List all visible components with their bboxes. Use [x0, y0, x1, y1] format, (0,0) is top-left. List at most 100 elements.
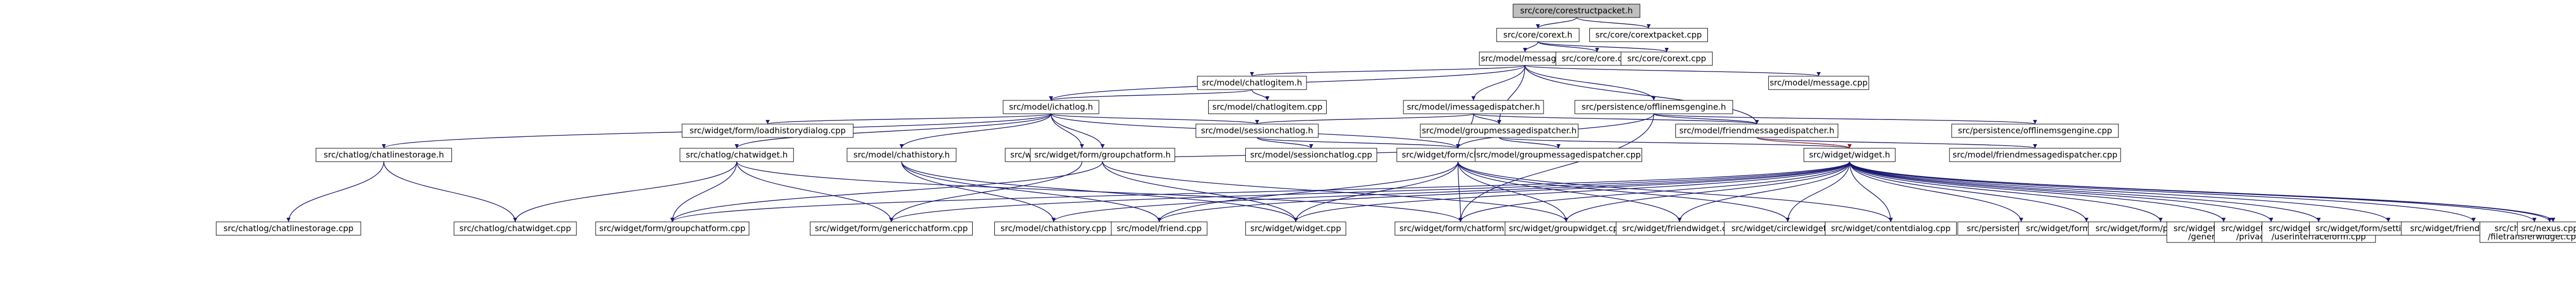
node-label: src/widget/form/loadhistorydialog.cpp — [689, 126, 845, 135]
edge-n10-n15 — [1473, 113, 1757, 125]
edge-arrowhead — [513, 218, 517, 222]
edge-n22-n29 — [672, 161, 1103, 222]
node-src-nexus-cpp[interactable]: src/nexus.cpp — [2517, 221, 2576, 236]
node-src-core-corextpacket-cpp[interactable]: src/core/corextpacket.cpp — [1589, 28, 1708, 42]
edge-arrowhead — [2084, 218, 2089, 222]
node-box — [1395, 221, 1527, 236]
node-box — [1030, 148, 1175, 162]
node-src-widget-form-loadhistorydialog-cpp[interactable]: src/widget/form/loadhistorydialog.cpp — [682, 124, 854, 138]
edge-arrowhead — [1456, 144, 1460, 148]
node-src-model-chathistory-h[interactable]: src/model/chathistory.h — [846, 148, 957, 162]
edge-n22-n33 — [1102, 161, 1296, 222]
node-box — [994, 221, 1113, 236]
edge-n6-n9 — [1050, 89, 1252, 101]
graph-nodes: src/core/corestructpacket.h src/core/core… — [216, 4, 2576, 243]
node-src-chatlog-chatwidget-h[interactable]: src/chatlog/chatwidget.h — [680, 148, 794, 162]
node-src-model-message-cpp[interactable]: src/model/message.cpp — [1768, 76, 1869, 90]
node-box — [1949, 148, 2121, 162]
node-src-core-corestructpacket-h[interactable]: src/core/corestructpacket.h — [1513, 4, 1640, 18]
node-src-persistence-offlinemsgengine-h[interactable]: src/persistence/offlinemsgengine.h — [1574, 100, 1733, 114]
edge-arrowhead — [2551, 218, 2555, 222]
edge-n14-n25 — [1499, 137, 1559, 149]
node-src-model-friendmessagedispatcher-cpp[interactable]: src/model/friendmessagedispatcher.cpp — [1949, 148, 2121, 162]
edge-n26-n36 — [1679, 161, 1850, 222]
node-src-persistence-offlinemsgengine-cpp[interactable]: src/persistence/offlinemsgengine.cpp — [1951, 124, 2119, 138]
edge-n26-n49 — [1849, 161, 2550, 222]
node-src-core-corext-h[interactable]: src/core/corext.h — [1496, 28, 1580, 42]
edge-n24-n37 — [1458, 161, 1788, 222]
node-label: src/widget/groupwidget.cpp — [1509, 223, 1624, 233]
edge-n13-n24 — [1257, 137, 1459, 149]
node-src-model-chatlogitem-h[interactable]: src/model/chatlogitem.h — [1197, 76, 1307, 90]
edge-n26-n40 — [1849, 161, 2087, 222]
edge-n19-n27 — [288, 161, 384, 222]
node-label: src/model/groupmessagedispatcher.h — [1422, 126, 1577, 135]
node-box — [1496, 28, 1580, 42]
edge-n10-n13 — [1257, 113, 1474, 125]
node-src-widget-form-groupchatform-cpp[interactable]: src/widget/form/groupchatform.cpp — [595, 221, 750, 236]
edge-arrowhead — [2033, 144, 2037, 148]
node-src-widget-widget-cpp[interactable]: src/widget/widget.cpp — [1245, 221, 1346, 236]
edge-n26-n34 — [1460, 161, 1850, 222]
node-box — [1574, 100, 1733, 114]
node-src-widget-contentdialog-cpp[interactable]: src/widget/contentdialog.cpp — [1825, 221, 1957, 236]
node-src-model-chatlogitem-cpp[interactable]: src/model/chatlogitem.cpp — [1208, 100, 1327, 114]
node-label: src/model/message.h — [1481, 54, 1569, 63]
node-label: src/widget/widget.cpp — [1250, 223, 1341, 233]
node-src-chatlog-chatlinestorage-cpp[interactable]: src/chatlog/chatlinestorage.cpp — [216, 221, 361, 236]
edge-n9-n21 — [901, 113, 1052, 149]
node-label: src/widget/form/groupchatform.cpp — [599, 223, 745, 233]
node-label: src/widget/friendwidget.cpp — [1622, 223, 1737, 233]
node-label: src/chatlog/chatlinestorage.h — [324, 150, 444, 160]
edge-arrowhead — [1157, 218, 1161, 222]
node-src-model-groupmessagedispatcher-h[interactable]: src/model/groupmessagedispatcher.h — [1420, 124, 1579, 138]
edge-arrowhead — [1265, 96, 1269, 100]
node-label: src/model/ichatlog.h — [1009, 102, 1093, 112]
node-src-model-sessionchatlog-cpp[interactable]: src/model/sessionchatlog.cpp — [1245, 148, 1377, 162]
node-src-model-friend-cpp[interactable]: src/model/friend.cpp — [1111, 221, 1208, 236]
node-src-widget-form-genericchatform-cpp[interactable]: src/widget/form/genericchatform.cpp — [810, 221, 973, 236]
edge-n22-n35 — [1102, 161, 1567, 222]
node-src-model-friendmessagedispatcher-h[interactable]: src/model/friendmessagedispatcher.h — [1675, 124, 1838, 138]
edge-arrowhead — [2269, 218, 2274, 222]
edge-n13-n23 — [1257, 137, 1312, 149]
edge-n20-n30 — [736, 161, 892, 222]
edge-n26-n37 — [1787, 161, 1850, 222]
node-src-core-corext-cpp[interactable]: src/core/corext.cpp — [1620, 51, 1713, 66]
edge-n3-n14 — [1499, 65, 1526, 125]
edge-n26-n42 — [1849, 161, 2224, 222]
edge-n15-n26 — [1756, 137, 1850, 149]
node-label: src/widget/form/genericchatform.cpp — [815, 223, 968, 233]
node-src-widget-groupwidget-cpp[interactable]: src/widget/groupwidget.cpp — [1504, 221, 1628, 236]
edge-n19-n28 — [383, 161, 516, 222]
node-label: src/chatlog/chatwidget.h — [686, 150, 788, 160]
node-src-model-chathistory-cpp[interactable]: src/model/chathistory.cpp — [994, 221, 1113, 236]
edge-n17-n30 — [891, 161, 1082, 222]
node-label: src/model/sessionchatlog.h — [1201, 126, 1313, 135]
node-src-chatlog-chatlinestorage-h[interactable]: src/chatlog/chatlinestorage.h — [315, 148, 452, 162]
node-src-model-groupmessagedispatcher-cpp[interactable]: src/model/groupmessagedispatcher.cpp — [1475, 148, 1642, 162]
edge-n0-n1 — [1537, 17, 1577, 29]
node-box — [1768, 76, 1869, 90]
edge-n26-n39 — [1849, 161, 2022, 222]
edge-arrowhead — [1294, 218, 1298, 222]
edge-arrowhead — [1677, 218, 1682, 222]
edge-n0-n2 — [1576, 17, 1649, 29]
node-label: src/core/corestructpacket.h — [1520, 6, 1633, 15]
node-src-widget-form-groupchatform-h[interactable]: src/widget/form/groupchatform.h — [1030, 148, 1175, 162]
node-src-widget-friendwidget-cpp[interactable]: src/widget/friendwidget.cpp — [1616, 221, 1743, 236]
node-src-model-ichatlog-h[interactable]: src/model/ichatlog.h — [1003, 100, 1099, 114]
node-src-widget-widget-h[interactable]: src/widget/widget.h — [1803, 148, 1896, 162]
node-src-widget-form-chatform-cpp[interactable]: src/widget/form/chatform.cpp — [1395, 221, 1527, 236]
edge-arrowhead — [2471, 218, 2476, 222]
node-box — [1951, 124, 2119, 138]
node-box — [315, 148, 452, 162]
edge-n24-n38 — [1458, 161, 1891, 222]
node-src-chatlog-chatwidget-cpp[interactable]: src/chatlog/chatwidget.cpp — [453, 221, 577, 236]
node-label: src/core/corext.cpp — [1627, 54, 1706, 63]
edge-n26-n45 — [1849, 161, 2389, 222]
node-src-model-sessionchatlog-h[interactable]: src/model/sessionchatlog.h — [1195, 124, 1319, 138]
edge-arrowhead — [1471, 96, 1476, 100]
node-src-model-message-h[interactable]: src/model/message.h — [1479, 51, 1571, 66]
node-src-model-imessagedispatcher-h[interactable]: src/model/imessagedispatcher.h — [1403, 100, 1544, 114]
